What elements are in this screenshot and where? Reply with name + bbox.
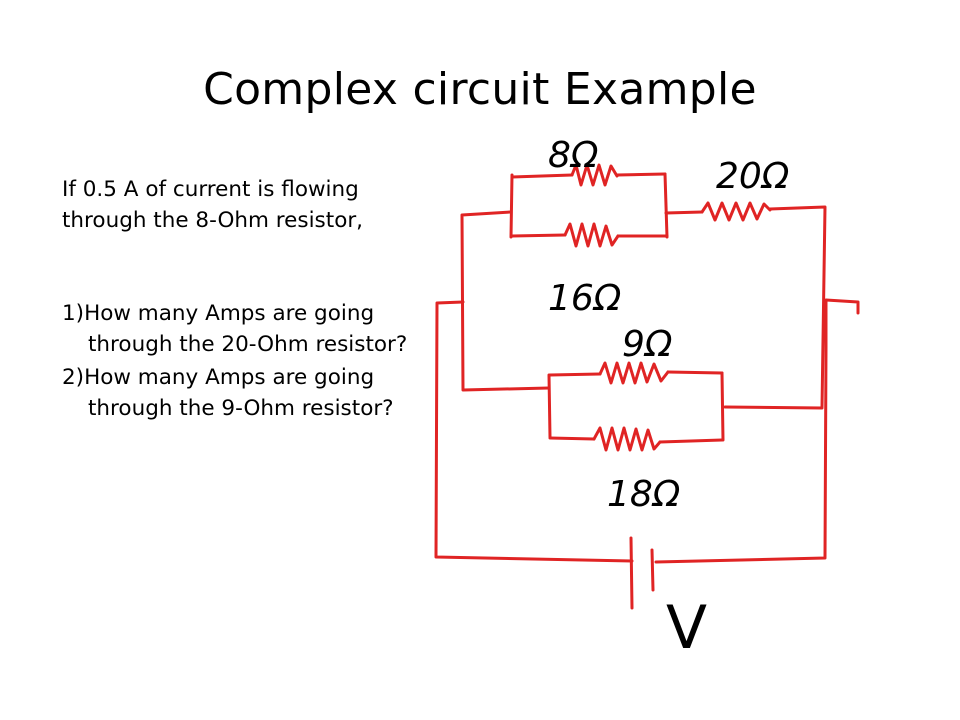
battery-short-plate <box>650 548 655 592</box>
wire-20-to-right <box>723 205 827 410</box>
resistor-16-ohm <box>563 222 620 248</box>
resistor-20-ohm <box>700 201 772 222</box>
wire-upper-block-left <box>509 173 514 239</box>
wire-lower-block-bottom <box>548 436 724 444</box>
wire-upper-block-bottom <box>510 233 669 238</box>
wire-upper-left-feed <box>460 210 551 392</box>
resistor-9-ohm <box>598 361 670 385</box>
battery-long-plate <box>629 536 634 610</box>
resistor-8-ohm <box>570 163 619 187</box>
problem-text: If 0.5 A of current is flowing through t… <box>62 174 412 424</box>
question-2: 2)How many Amps are going through the 9-… <box>62 365 394 421</box>
voltage-label: V <box>666 593 707 663</box>
resistor-symbols <box>563 163 772 452</box>
slide-title: Complex circuit Example <box>203 64 757 115</box>
wire-outer-left <box>434 300 634 563</box>
wire-lower-block-left <box>547 373 552 439</box>
resistor-18-ohm <box>592 426 662 452</box>
circuit-wires <box>434 172 860 564</box>
wire-lower-block-top <box>548 370 724 377</box>
wire-upper-block-right <box>663 172 669 239</box>
wire-upper-to-20 <box>664 210 704 215</box>
label-16-ohm: 16Ω <box>548 278 622 319</box>
label-8-ohm: 8Ω <box>548 135 599 176</box>
resistor-labels: 8Ω 20Ω 16Ω 9Ω 18Ω <box>548 135 790 515</box>
label-20-ohm: 20Ω <box>716 156 790 197</box>
label-18-ohm: 18Ω <box>607 474 681 515</box>
wire-lower-block-right <box>720 371 725 442</box>
problem-intro: If 0.5 A of current is flowing through t… <box>62 177 364 233</box>
battery-symbol <box>629 536 655 610</box>
wire-outer-right <box>654 298 860 564</box>
question-1: 1)How many Amps are going through the 20… <box>62 301 408 357</box>
label-9-ohm: 9Ω <box>622 324 673 365</box>
wire-upper-block-top <box>510 172 667 179</box>
